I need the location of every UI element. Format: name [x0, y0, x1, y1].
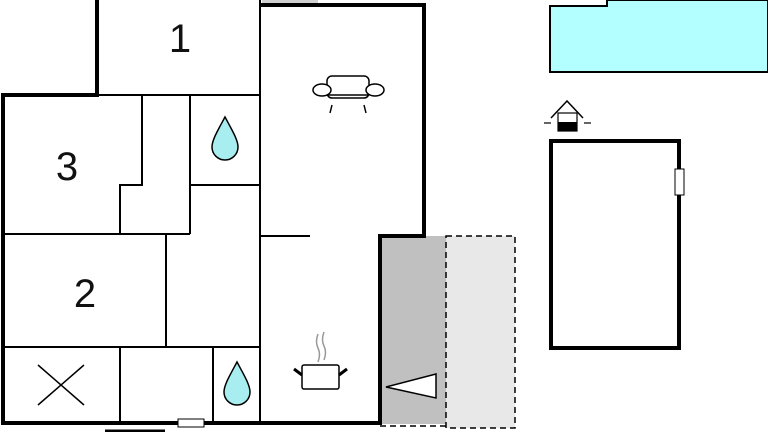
entrance-arrow-icon	[385, 373, 437, 399]
house-icon	[544, 99, 591, 132]
cooking-pot-icon	[293, 331, 348, 390]
window	[177, 418, 205, 428]
top-strip	[262, 0, 318, 5]
interior-walls	[3, 0, 310, 423]
room-label-1: 1	[169, 17, 191, 61]
outer-walls	[1, 0, 426, 425]
toilet-x-icon	[37, 364, 85, 406]
window	[674, 168, 685, 196]
sofa-icon	[312, 75, 385, 114]
room-label-2: 2	[74, 272, 96, 316]
room-label-3: 3	[56, 145, 78, 189]
water-drop-icon	[211, 115, 239, 161]
water-drop-icon	[223, 360, 251, 406]
annex-building	[549, 139, 681, 350]
open-terrace	[445, 235, 516, 429]
pool	[549, 0, 768, 73]
